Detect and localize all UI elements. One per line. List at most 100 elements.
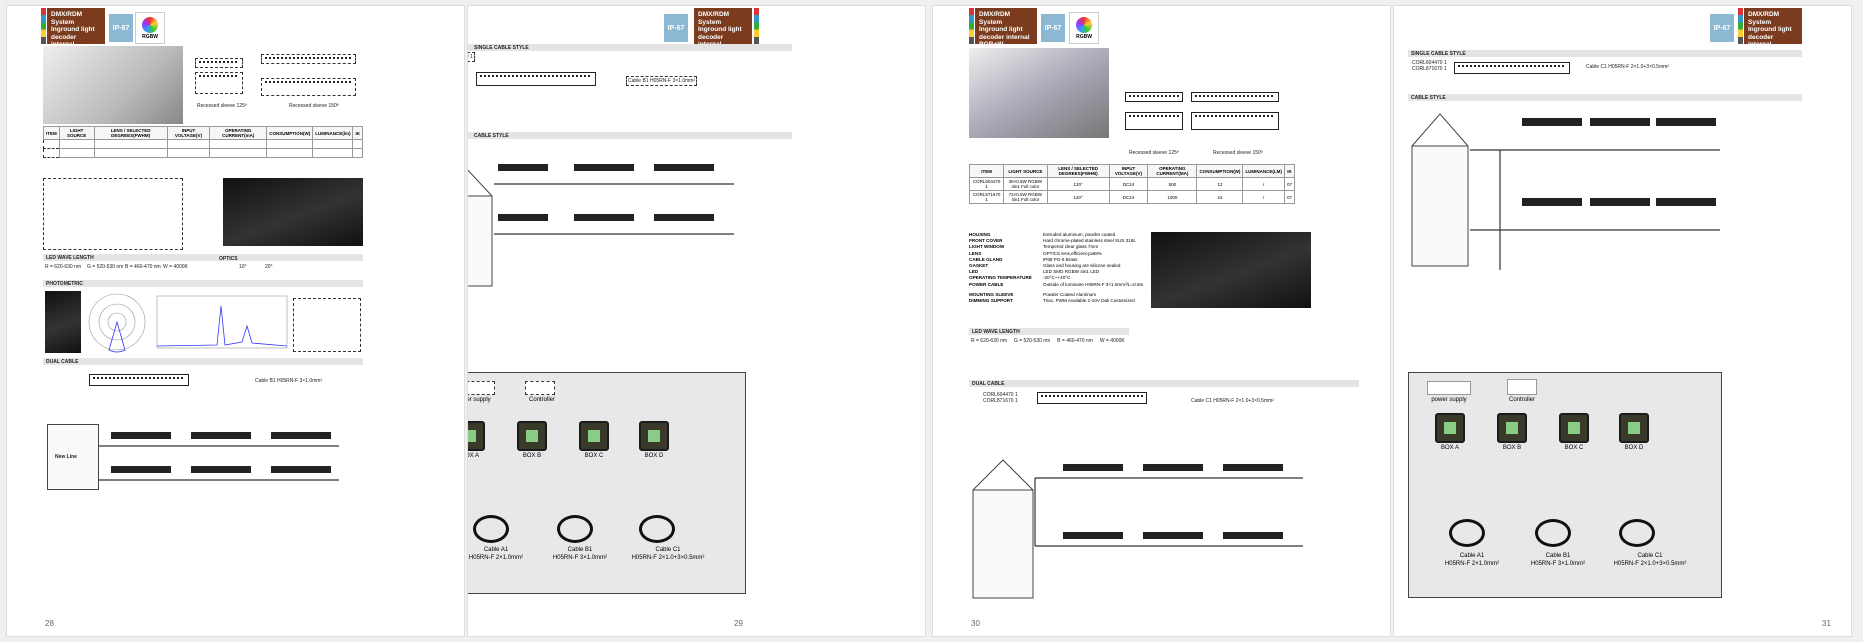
optics-value: 20° bbox=[265, 264, 273, 270]
title-line: Inground light bbox=[698, 26, 742, 34]
page-number: 28 bbox=[45, 619, 54, 628]
box-label: BOX D bbox=[644, 453, 664, 459]
spec-table: ITEM LIGHT SOURCE LENS / SELECTED DEGREE… bbox=[43, 126, 363, 158]
cell: 24 bbox=[1196, 190, 1244, 204]
section-wave-length: LED WAVE LENGTH bbox=[43, 254, 363, 261]
box-label: BOX B bbox=[1502, 445, 1522, 451]
section-single-cable: SINGLE CABLE STYLE bbox=[1408, 50, 1802, 57]
box-label: BOX C bbox=[1564, 445, 1584, 451]
junction-box-d bbox=[1619, 413, 1649, 443]
photometric-table bbox=[293, 298, 361, 352]
optics-label: OPTICS bbox=[219, 256, 238, 262]
cell: CORL604470 1 bbox=[968, 177, 1005, 191]
rgbw-logo: RGBW bbox=[1069, 12, 1099, 44]
cell: DC24 bbox=[1108, 190, 1149, 204]
product-photo bbox=[43, 46, 183, 124]
title-line: decoder internal bbox=[979, 33, 1030, 41]
controller-label: Controller bbox=[528, 397, 555, 403]
feature-value: Tempered clear glass 7mm bbox=[1043, 244, 1099, 250]
cell: / bbox=[1242, 190, 1285, 204]
col-header: INPUT VOLTAGE(V) bbox=[1108, 164, 1149, 178]
section-cable-style: CABLE STYLE bbox=[468, 132, 792, 139]
feature-key: OPERATING TEMPERATURE bbox=[969, 275, 1032, 281]
luminaire-drawing bbox=[89, 374, 189, 386]
optics-value: 10° bbox=[239, 264, 247, 270]
cable-name: Cable A1 bbox=[483, 547, 509, 553]
junction-box-c bbox=[1559, 413, 1589, 443]
cell: 12 bbox=[1196, 177, 1244, 191]
feature-value: IP68 PG-9 Brass bbox=[1043, 256, 1078, 262]
product-drawing bbox=[1191, 112, 1279, 130]
color-stripes bbox=[41, 8, 46, 44]
cable-spec: H05RN-F 2×1.0mm² bbox=[468, 555, 524, 561]
cable-spec: H05RN-F 3×1.0mm² bbox=[1530, 561, 1586, 567]
section-dual-cable: DUAL CABLE bbox=[969, 380, 1359, 387]
product-drawing bbox=[1125, 112, 1183, 130]
cable-spec: H05RN-F 3×1.0mm² bbox=[552, 555, 608, 561]
junction-box-d bbox=[639, 421, 669, 451]
col-header: INPUT VOLTAGE(V) bbox=[166, 126, 211, 140]
col-header: CONSUMPTION(W) bbox=[1196, 164, 1244, 178]
col-header: IK bbox=[1283, 164, 1296, 178]
beam-photo bbox=[45, 291, 81, 353]
cable-coil bbox=[639, 515, 675, 543]
page-28: DMX/RDM System Inground light decoder in… bbox=[6, 5, 465, 637]
controller-label: Controller bbox=[1508, 397, 1535, 403]
luminaire-drawing bbox=[476, 72, 596, 86]
color-stripes bbox=[1738, 8, 1743, 44]
rgbw-logo: RGBW bbox=[135, 12, 165, 44]
wiring-panel: power supply Controller BOX A BOX B BOX … bbox=[1408, 372, 1722, 598]
polar-diagram bbox=[88, 293, 146, 353]
page-number: 29 bbox=[734, 619, 743, 628]
feature-key: DIMMING SUPPORT bbox=[969, 298, 1013, 304]
cable-coil bbox=[1535, 519, 1571, 547]
cell: / bbox=[1242, 177, 1285, 191]
cell: 120° bbox=[1046, 177, 1110, 191]
title-line: Inground light bbox=[51, 26, 95, 34]
title-line: RGB+W bbox=[698, 48, 723, 56]
col-header: LIGHT SOURCE bbox=[1003, 164, 1048, 178]
wiring-diagram bbox=[972, 459, 1303, 599]
title-line: DMX/RDM System bbox=[1748, 11, 1780, 26]
cell: DC24 bbox=[1108, 177, 1149, 191]
feature-key: HOUSING bbox=[969, 232, 991, 237]
col-header: OPERATING CURRENT(mA) bbox=[209, 126, 268, 140]
cell: 72×0.5W RGBW 4in1 Full color bbox=[1003, 190, 1048, 204]
product-photo bbox=[969, 48, 1109, 138]
product-photo-dark bbox=[1151, 232, 1311, 308]
feature-key: FRONT COVER bbox=[969, 238, 1003, 244]
cable-label: Cable B1 H05RN-F 3×1.0mm² bbox=[626, 76, 698, 86]
ip-badge: IP-67 bbox=[664, 14, 688, 42]
caption-recessed-150: Recessed sleeve 150ª bbox=[1213, 150, 1263, 156]
cell: 500 bbox=[1147, 177, 1198, 191]
wiring-diagram bbox=[99, 432, 339, 481]
luminaire-drawing bbox=[1454, 62, 1570, 74]
cable-spec: H05RN-F 2×1.0+3×0.5mm² bbox=[631, 555, 705, 561]
box-label: BOX A bbox=[1440, 445, 1459, 451]
section-dual-cable: DUAL CABLE bbox=[43, 358, 363, 365]
power-supply-label: power supply bbox=[468, 397, 491, 403]
controller-device bbox=[525, 381, 555, 395]
caption-recessed-150: Recessed sleeve 150ª bbox=[289, 103, 339, 109]
feature-key: LED bbox=[969, 269, 979, 275]
table-row bbox=[43, 139, 363, 149]
title-line: Inground light bbox=[1748, 26, 1792, 34]
feature-key: LENS bbox=[969, 250, 982, 256]
feature-key: POWER CABLE bbox=[969, 281, 1004, 287]
luminaire-drawing bbox=[1037, 392, 1147, 404]
product-drawing bbox=[195, 58, 243, 68]
header-title: DMX/RDM System Inground light decoder in… bbox=[694, 8, 752, 56]
col-header: ITEM bbox=[43, 126, 60, 140]
cable-label: Cable B1 H05RN-F 3×1.0mm² bbox=[255, 378, 323, 384]
ip-badge: IP-67 bbox=[109, 14, 133, 42]
logo-text: RGBW bbox=[142, 33, 158, 40]
title-line: RGB+W bbox=[979, 41, 1004, 49]
page-number: 31 bbox=[1822, 619, 1831, 628]
header-title: DMX/RDM System Inground light decoder in… bbox=[1744, 8, 1802, 56]
cable-label: Cable C1 H05RN-F 2×1.0+3×0.5mm² bbox=[1586, 64, 1669, 70]
